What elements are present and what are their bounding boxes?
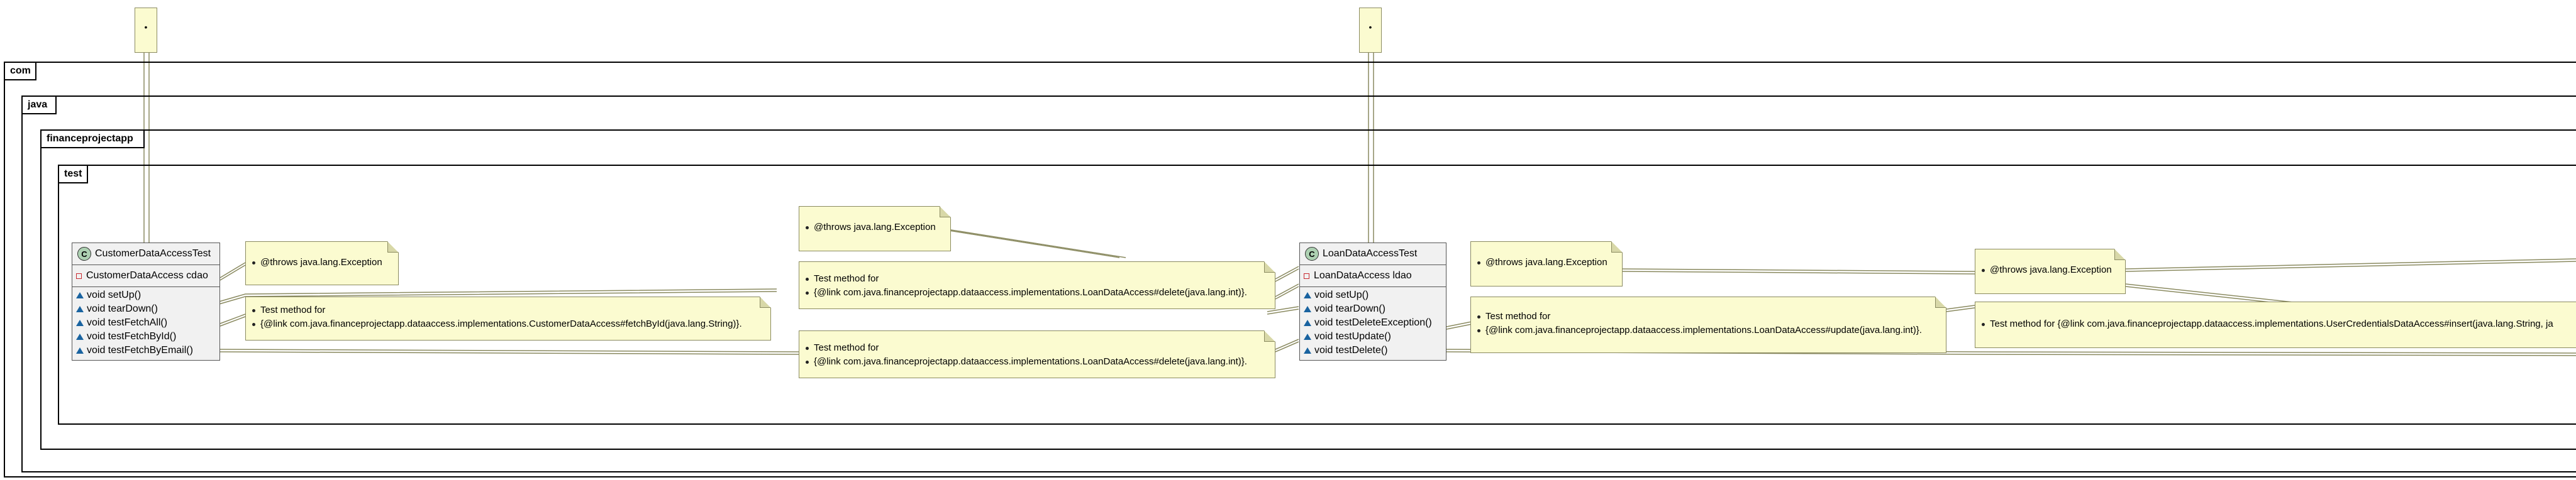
class-method: void testFetchAll() (76, 316, 216, 330)
class-customer-data-access-test[interactable]: C CustomerDataAccessTest CustomerDataAcc… (72, 243, 220, 361)
note-text: @throws java.lang.Exception (260, 257, 382, 268)
note-right-throws: @throws java.lang.Exception (1975, 249, 2126, 294)
package-visibility-icon (76, 292, 84, 298)
class-methods: void setUp() void tearDown() void testDe… (1300, 287, 1446, 359)
bullet-icon (806, 292, 809, 295)
bullet-icon (252, 323, 255, 326)
package-visibility-icon (1304, 306, 1311, 312)
class-header: C CustomerDataAccessTest (72, 243, 219, 265)
method-label: void tearDown() (87, 303, 158, 314)
package-com: com (4, 62, 2576, 477)
package-com-label: com (4, 62, 36, 80)
bullet-icon (1477, 261, 1480, 265)
package-visibility-icon (76, 347, 84, 354)
note-right-insert: Test method for {@link com.java.financep… (1975, 302, 2576, 348)
class-badge-icon: C (1305, 247, 1319, 261)
note-text: Test method for (814, 273, 879, 284)
note-text: Test method for (1485, 311, 1551, 322)
package-java-label: java (21, 95, 57, 114)
note-text: @throws java.lang.Exception (814, 222, 936, 232)
package-visibility-icon (76, 320, 84, 326)
class-method: void testDelete() (1304, 344, 1442, 357)
note-loan-throws: @throws java.lang.Exception (1470, 241, 1623, 286)
package-visibility-icon (1304, 320, 1311, 326)
class-fields: LoanDataAccess ldao (1300, 265, 1446, 287)
package-visibility-icon (1304, 292, 1311, 298)
method-label: void testFetchByEmail() (87, 345, 193, 356)
top-note-left: • (135, 8, 157, 53)
method-label: void tearDown() (1314, 303, 1385, 314)
class-method: void setUp() (76, 288, 216, 302)
bullet-icon (806, 278, 809, 281)
note-text: {@link com.java.financeprojectapp.dataac… (814, 356, 1247, 367)
class-badge-icon: C (77, 247, 91, 261)
class-method: void testUpdate() (1304, 330, 1442, 344)
class-method: void tearDown() (1304, 302, 1442, 316)
note-text: {@link com.java.financeprojectapp.dataac… (814, 287, 1247, 298)
method-label: void setUp() (1314, 290, 1369, 300)
package-financeprojectapp: financeprojectapp (40, 129, 2576, 450)
class-method: void tearDown() (76, 302, 216, 316)
bullet-icon (1477, 315, 1480, 319)
class-field: CustomerDataAccess cdao (86, 270, 208, 281)
note-text: {@link com.java.financeprojectapp.dataac… (260, 319, 742, 329)
note-mid-delete-1: Test method for {@link com.java.financep… (799, 261, 1275, 309)
private-visibility-icon (1304, 273, 1309, 279)
bullet-icon (1477, 329, 1480, 332)
class-method: void testFetchById() (76, 330, 216, 344)
top-note-middle: • (1359, 8, 1382, 53)
bullet-icon (806, 361, 809, 364)
note-text: @throws java.lang.Exception (1990, 265, 2112, 275)
method-label: void testFetchById() (87, 331, 177, 342)
class-method: void setUp() (1304, 288, 1442, 302)
class-method: void testDeleteException() (1304, 316, 1442, 330)
package-visibility-icon (1304, 347, 1311, 354)
package-visibility-icon (1304, 334, 1311, 340)
bullet-icon (252, 261, 255, 265)
package-test-label: test (58, 165, 88, 183)
bullet-icon (252, 309, 255, 312)
class-methods: void setUp() void tearDown() void testFe… (72, 287, 219, 359)
note-text: Test method for {@link com.java.financep… (1990, 319, 2553, 329)
package-java: java (21, 95, 2576, 472)
class-fields: CustomerDataAccess cdao (72, 265, 219, 287)
method-label: void testUpdate() (1314, 331, 1391, 342)
package-financeprojectapp-label: financeprojectapp (40, 129, 145, 148)
bullet-icon (1982, 269, 1985, 272)
class-name: LoanDataAccessTest (1323, 248, 1418, 259)
package-visibility-icon (76, 334, 84, 340)
class-header: C LoanDataAccessTest (1300, 243, 1446, 265)
class-method: void testFetchByEmail() (76, 344, 216, 357)
class-field: LoanDataAccess ldao (1314, 270, 1412, 281)
note-loan-update: Test method for {@link com.java.financep… (1470, 297, 1946, 353)
note-customer-fetchbyid: Test method for {@link com.java.financep… (245, 297, 771, 341)
class-name: CustomerDataAccessTest (95, 248, 211, 259)
note-text: Test method for (260, 305, 326, 315)
package-visibility-icon (76, 306, 84, 312)
bullet-icon (806, 347, 809, 350)
note-text: {@link com.java.financeprojectapp.dataac… (1485, 325, 1922, 335)
package-test: test (58, 165, 2576, 425)
note-customer-throws: @throws java.lang.Exception (245, 241, 399, 285)
private-visibility-icon (76, 273, 82, 279)
method-label: void testDelete() (1314, 345, 1388, 356)
note-mid-delete-2: Test method for {@link com.java.financep… (799, 330, 1275, 378)
note-text: @throws java.lang.Exception (1485, 257, 1607, 268)
method-label: void testDeleteException() (1314, 317, 1432, 328)
bullet-icon (806, 226, 809, 229)
bullet-icon (1982, 322, 1985, 326)
method-label: void setUp() (87, 290, 142, 300)
class-loan-data-access-test[interactable]: C LoanDataAccessTest LoanDataAccess ldao… (1299, 243, 1446, 361)
note-mid-throws: @throws java.lang.Exception (799, 206, 951, 251)
method-label: void testFetchAll() (87, 317, 168, 328)
note-text: Test method for (814, 342, 879, 353)
